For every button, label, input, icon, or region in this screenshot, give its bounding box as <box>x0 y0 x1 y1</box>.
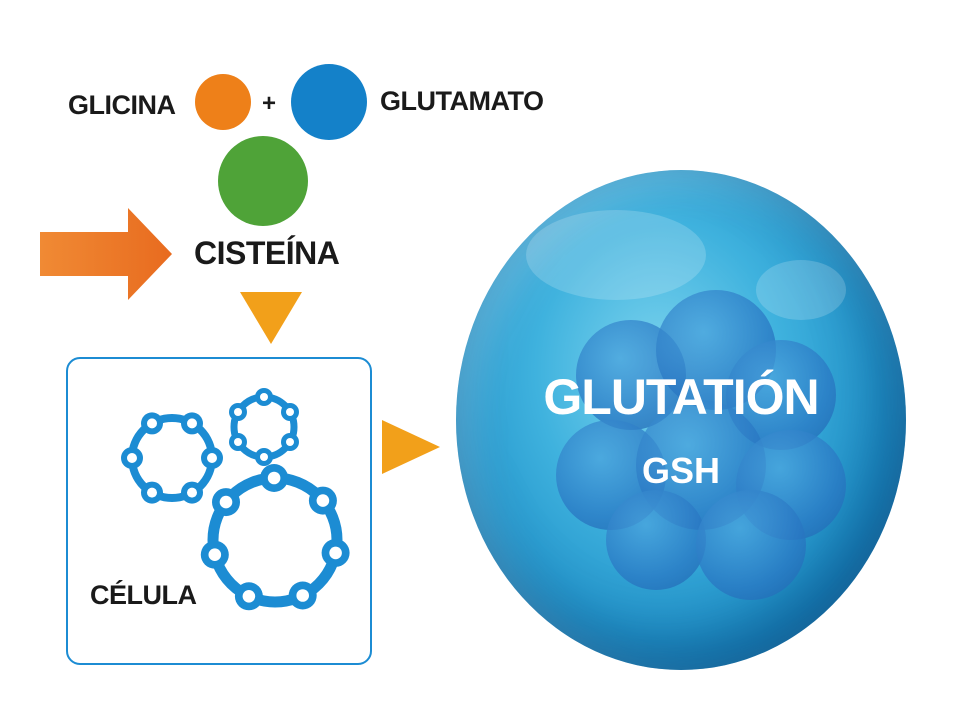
glutathione-sphere: GLUTATIÓN GSH <box>456 170 906 670</box>
gear-icon <box>200 464 350 611</box>
celula-label: CÉLULA <box>90 580 197 610</box>
gsh-subtitle: GSH <box>641 450 720 491</box>
glutamato-label: GLUTAMATO <box>380 86 544 116</box>
gear-icon <box>121 412 223 504</box>
gear-icon <box>229 388 299 466</box>
down-arrow-icon <box>240 292 302 344</box>
cisteina-label: CISTEÍNA <box>194 235 340 271</box>
glicina-label: GLICINA <box>68 90 176 120</box>
input-arrow-icon <box>40 208 172 300</box>
glutamato-circle <box>291 64 367 140</box>
plus-sign: + <box>262 90 276 117</box>
cell-box <box>66 357 372 665</box>
right-arrow-icon <box>382 420 440 474</box>
cisteina-circle <box>218 136 308 226</box>
glutation-title: GLUTATIÓN <box>543 369 819 425</box>
glicina-circle <box>195 74 251 130</box>
